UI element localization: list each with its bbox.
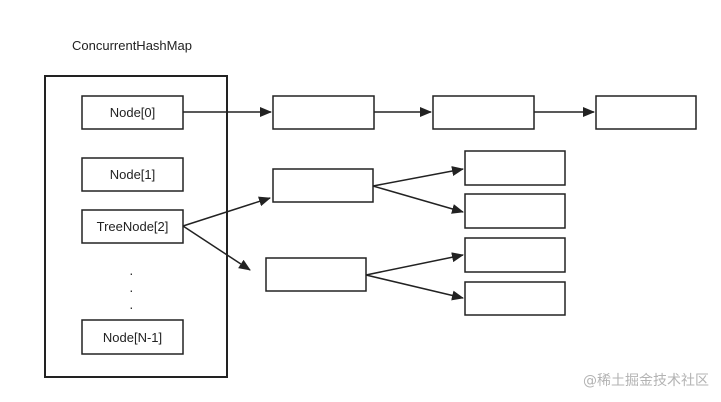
- ellipsis-dot-2: ·: [129, 282, 134, 298]
- arrow-upper-to-leaf1: [372, 166, 464, 187]
- node-1-label: Node[1]: [110, 167, 156, 182]
- node-1-box: [81, 157, 184, 192]
- diagram-title: ConcurrentHashMap: [72, 38, 192, 53]
- list-node-1: [272, 95, 375, 130]
- tree-node-lower: [265, 257, 367, 292]
- node-n-1-label: Node[N-1]: [103, 330, 162, 345]
- ellipsis-dot-3: ·: [129, 299, 134, 315]
- arrow-lower-to-leaf3: [365, 252, 464, 276]
- node-0-label: Node[0]: [110, 105, 156, 120]
- tree-leaf-4: [464, 281, 566, 316]
- tree-leaf-2: [464, 193, 566, 229]
- list-node-3: [595, 95, 697, 130]
- treenode-2-label: TreeNode[2]: [97, 219, 169, 234]
- tree-node-upper: [272, 168, 374, 203]
- arrow-treenode-to-upper: [182, 196, 271, 227]
- tree-leaf-3: [464, 237, 566, 273]
- watermark: @稀土掘金技术社区: [583, 373, 709, 389]
- arrow-lower-to-leaf4: [365, 274, 464, 301]
- arrow-treenode-to-lower: [182, 225, 251, 271]
- node-0-box: [81, 95, 184, 130]
- arrow-upper-to-leaf2: [372, 185, 464, 214]
- tree-leaf-1: [464, 150, 566, 186]
- list-node-2: [432, 95, 535, 130]
- ellipsis-dot-1: ·: [129, 265, 134, 281]
- node-n-1-box: [81, 319, 184, 355]
